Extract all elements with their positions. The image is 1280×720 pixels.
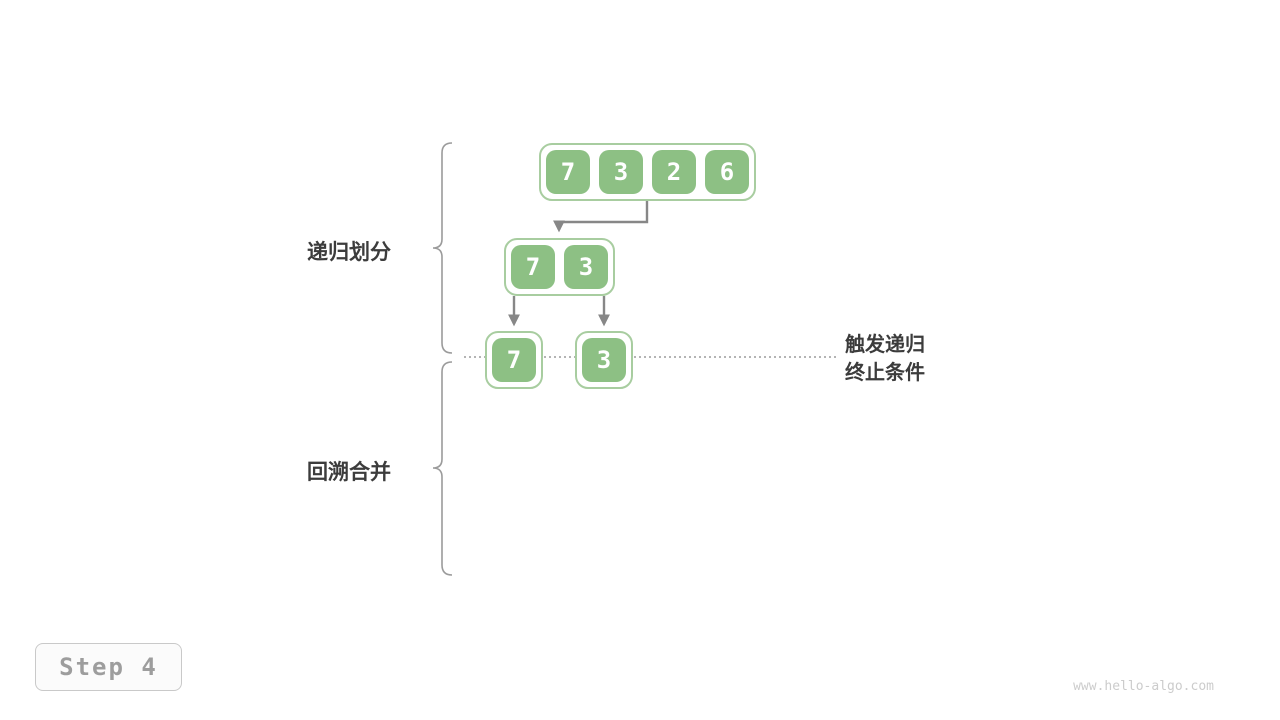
array-cell: 3 (582, 338, 626, 382)
divide-arrow-level1 (553, 201, 649, 233)
recursive-divide-label: 递归划分 (307, 241, 391, 264)
array-cell: 2 (652, 150, 696, 194)
array-cell: 3 (599, 150, 643, 194)
array-cell: 3 (564, 245, 608, 289)
array-cell: 7 (511, 245, 555, 289)
termination-note: 触发递归 终止条件 (845, 331, 925, 387)
array-cell: 7 (492, 338, 536, 382)
array-level-3-left: 7 (485, 331, 543, 389)
array-level-2: 7 3 (504, 238, 615, 296)
array-cell: 6 (705, 150, 749, 194)
divide-brace (432, 142, 453, 354)
step-badge: Step 4 (35, 643, 182, 691)
array-cell: 7 (546, 150, 590, 194)
watermark: www.hello-algo.com (1073, 679, 1214, 694)
merge-brace (432, 361, 453, 576)
array-level-1: 7 3 2 6 (539, 143, 756, 201)
termination-note-line1: 触发递归 (845, 334, 925, 356)
termination-note-line2: 终止条件 (845, 362, 925, 384)
backtrack-merge-label: 回溯合并 (307, 461, 391, 484)
array-level-3-right: 3 (575, 331, 633, 389)
